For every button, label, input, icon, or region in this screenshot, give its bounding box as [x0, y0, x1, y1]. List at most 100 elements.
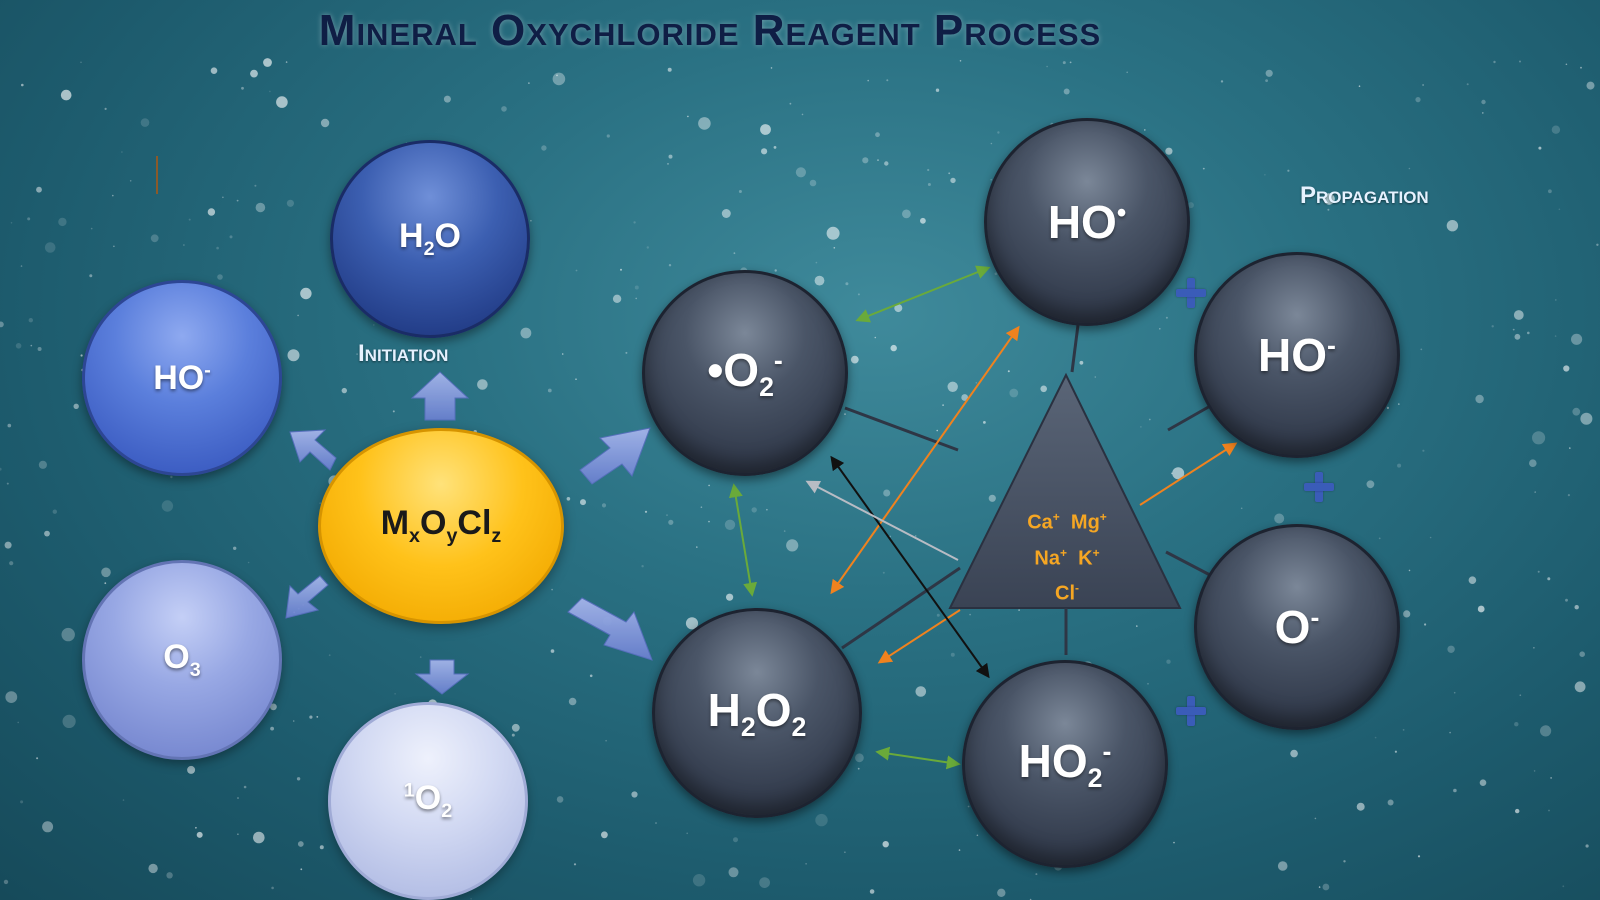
water-bubble — [1187, 202, 1194, 209]
ion-list: Ca+ Mg+ Na+ K+ Cl- — [1002, 502, 1132, 609]
water-bubble — [869, 889, 875, 894]
water-bubble — [440, 355, 443, 358]
water-bubble — [1165, 147, 1173, 155]
water-bubble — [229, 235, 233, 239]
water-bubble — [1366, 480, 1375, 489]
water-bubble — [815, 261, 818, 264]
water-bubble — [635, 297, 637, 300]
water-bubble — [129, 180, 132, 182]
water-bubble — [1519, 694, 1522, 696]
water-bubble — [1514, 722, 1519, 727]
water-bubble — [556, 796, 564, 803]
water-bubble — [104, 107, 107, 110]
water-bubble — [392, 410, 395, 413]
water-bubble — [795, 167, 807, 178]
water-bubble — [263, 58, 272, 67]
mxoycl-formula: MxOyClz — [380, 504, 502, 547]
water-bubble — [319, 845, 324, 850]
propagation-label: Propagation — [1300, 182, 1429, 209]
water-bubble — [935, 88, 940, 92]
water-bubble — [270, 703, 277, 711]
water-bubble — [1069, 61, 1072, 64]
water-bubble — [122, 799, 125, 801]
water-bubble — [10, 222, 13, 224]
water-bubble — [708, 484, 710, 487]
water-bubble — [612, 294, 622, 303]
water-bubble — [247, 561, 250, 564]
water-bubble — [1356, 802, 1365, 811]
water-bubble — [1548, 189, 1552, 194]
water-bubble — [44, 242, 56, 253]
water-bubble — [6, 482, 9, 485]
water-bubble — [726, 593, 734, 601]
water-bubble — [1062, 61, 1066, 65]
water-bubble — [37, 347, 42, 351]
water-bubble — [196, 831, 203, 838]
water-bubble — [104, 582, 107, 585]
water-bubble — [997, 131, 1000, 134]
water-bubble — [1491, 325, 1494, 328]
water-bubble — [733, 252, 736, 255]
water-bubble — [236, 199, 239, 202]
water-bubble — [1173, 841, 1175, 844]
water-bubble — [1527, 331, 1530, 335]
water-bubble — [685, 617, 699, 630]
water-bubble — [1565, 63, 1568, 66]
water-bubble — [914, 535, 917, 537]
water-bubble — [38, 460, 48, 469]
water-bubble — [1290, 749, 1298, 758]
water-bubble — [668, 154, 673, 159]
water-bubble — [255, 202, 266, 213]
hydroxide-formula: HO- — [1258, 329, 1336, 381]
water-bubble — [1429, 536, 1432, 539]
water-bubble — [1548, 809, 1550, 812]
water-bubble — [150, 234, 159, 243]
water-bubble — [44, 530, 50, 537]
water-bubble — [783, 530, 786, 532]
water-bubble — [1040, 385, 1047, 393]
water-bubble — [601, 503, 607, 508]
water-bubble — [356, 353, 358, 355]
water-bubble — [52, 509, 57, 514]
water-bubble — [976, 834, 979, 837]
water-bubble — [826, 226, 840, 240]
water-bubble — [844, 851, 846, 853]
h2o-formula: H2O — [399, 217, 461, 260]
water-bubble — [61, 627, 75, 642]
water-bubble — [292, 720, 295, 722]
water-bubble — [1394, 750, 1397, 753]
water-bubble — [990, 142, 993, 145]
plus-icon — [1176, 696, 1206, 726]
water-bubble — [1574, 681, 1586, 693]
water-bubble — [942, 404, 944, 406]
water-bubble — [297, 841, 304, 847]
water-bubble — [276, 96, 288, 108]
grey-arrow — [805, 480, 959, 561]
water-bubble — [222, 196, 224, 199]
water-bubble — [575, 378, 577, 381]
ion-row-3: Cl- — [1055, 581, 1079, 605]
water-bubble — [1408, 569, 1411, 572]
water-bubble — [254, 184, 257, 187]
water-bubble — [237, 833, 239, 835]
water-bubble — [902, 209, 911, 219]
water-bubble — [1547, 577, 1551, 581]
water-bubble — [568, 697, 577, 706]
water-bubble — [882, 841, 889, 848]
water-bubble — [1140, 426, 1142, 428]
water-bubble — [58, 217, 67, 227]
water-bubble — [17, 721, 20, 724]
water-bubble — [698, 117, 711, 130]
water-bubble — [890, 344, 897, 352]
water-bubble — [1449, 731, 1451, 734]
water-bubble — [958, 849, 961, 851]
water-bubble — [183, 244, 185, 246]
water-bubble — [927, 183, 931, 186]
water-bubble — [700, 506, 703, 509]
water-bubble — [1453, 691, 1456, 694]
water-bubble — [1165, 316, 1168, 319]
water-bubble — [187, 765, 196, 774]
water-bubble — [1513, 310, 1524, 320]
hydroxide-bubble: HO- — [1194, 252, 1400, 458]
water-bubble — [1475, 394, 1484, 404]
